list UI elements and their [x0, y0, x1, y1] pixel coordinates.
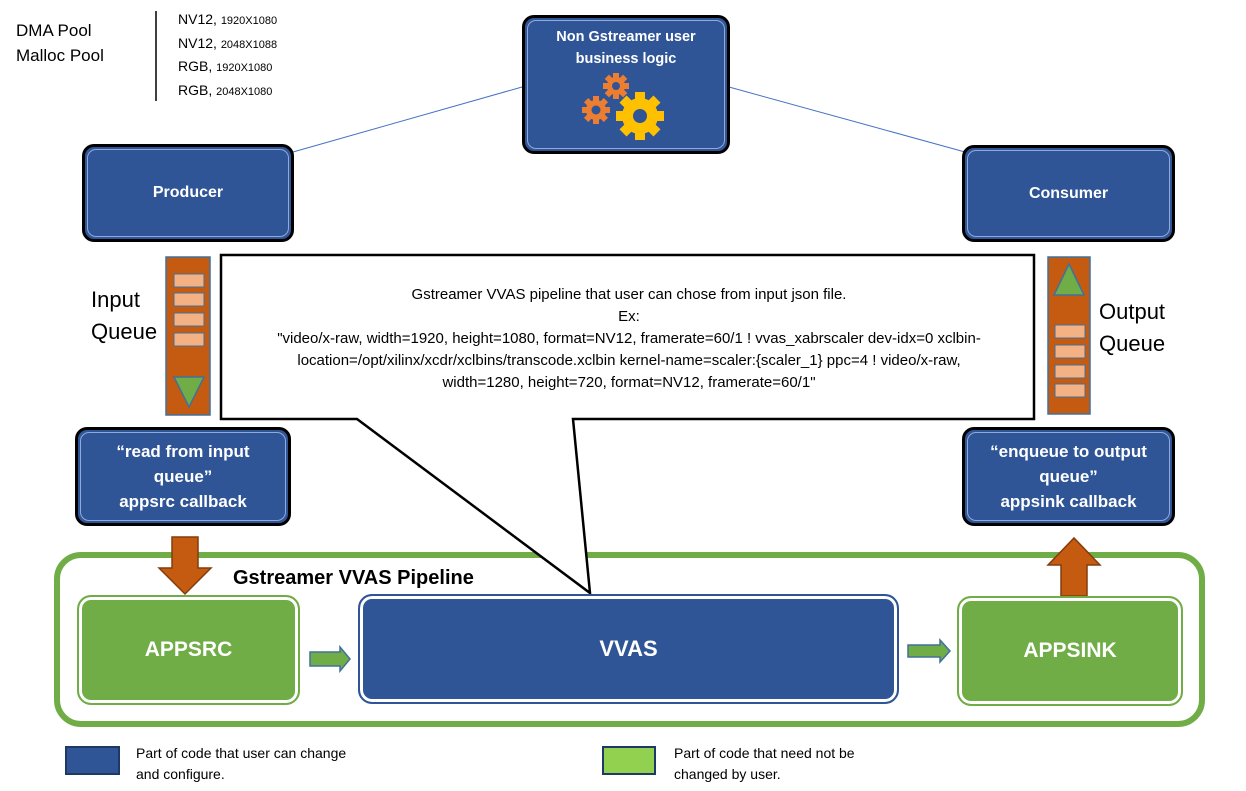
format-item: NV12, 2048X1088	[178, 33, 277, 57]
format-item: RGB, 2048X1080	[178, 80, 277, 104]
legend-green-swatch	[602, 746, 656, 775]
format-name: RGB,	[178, 58, 213, 74]
output-queue-slot	[1054, 364, 1086, 379]
business-logic-title-line2: business logic	[575, 51, 677, 67]
format-name: RGB,	[178, 81, 213, 98]
output-queue-slot	[1054, 344, 1086, 359]
input-queue-slot	[173, 312, 205, 327]
format-list: NV12, 1920X1080 NV12, 2048X1088 RGB, 192…	[178, 9, 277, 103]
format-resolution: 2048X1088	[220, 38, 278, 51]
pipeline-container	[54, 552, 1205, 727]
legend-green-text: Part of code that need not be changed by…	[674, 743, 855, 785]
input-queue-down-triangle	[172, 376, 206, 409]
format-resolution: 1920X1080	[216, 62, 273, 74]
down-arrow-appsrc	[157, 536, 213, 596]
legend-blue-swatch	[65, 746, 120, 775]
malloc-pool-label: Malloc Pool	[16, 46, 104, 65]
vvas-label: VVAS	[599, 636, 658, 661]
legend-blue-line2: and configure.	[136, 766, 225, 782]
legend-blue-text: Part of code that user can change and co…	[136, 743, 346, 785]
callout-line: Ex:	[618, 308, 640, 325]
appsrc-callback-line2: queue”	[153, 467, 213, 486]
legend-green-line1: Part of code that need not be	[674, 745, 855, 761]
business-logic-box: Non Gstreamer user business logic	[522, 15, 730, 154]
format-name: NV12,	[178, 34, 217, 51]
connector-logic-consumer	[728, 86, 966, 153]
output-queue-label: Output Queue	[1099, 296, 1165, 360]
business-logic-title-line1: Non Gstreamer user	[556, 29, 696, 45]
format-resolution: 1920X1080	[220, 15, 278, 27]
appsink-callback-line1: “enqueue to output	[990, 442, 1147, 461]
legend-blue-line1: Part of code that user can change	[136, 745, 347, 761]
consumer-label: Consumer	[1028, 184, 1109, 202]
dma-pool-label: DMA Pool	[16, 21, 92, 40]
input-queue-label: Input Queue	[91, 284, 157, 348]
callout-line: width=1280, height=720, format=NV12, fra…	[442, 374, 816, 391]
appsrc-callback-box: “read from input queue” appsrc callback	[75, 427, 291, 526]
output-queue-slot	[1054, 324, 1086, 339]
producer-label: Producer	[152, 184, 224, 201]
callout-line: "video/x-raw, width=1920, height=1080, f…	[277, 330, 981, 347]
vvas-box: VVAS	[358, 594, 899, 704]
consumer-box: Consumer	[962, 145, 1175, 242]
input-queue-slot	[173, 332, 205, 347]
appsink-callback-line2: queue”	[1039, 467, 1098, 486]
gears-icon	[582, 73, 664, 140]
output-queue-label-line2: Queue	[1099, 331, 1166, 356]
appsink-callback-box: “enqueue to output queue” appsink callba…	[962, 427, 1175, 526]
appsink-callback-line3: appsink callback	[1000, 492, 1137, 511]
input-queue-slot	[173, 273, 205, 288]
input-queue-label-line1: Input	[91, 287, 140, 312]
format-name: NV12,	[178, 11, 217, 27]
output-queue-slot	[1054, 383, 1086, 398]
format-resolution: 2048X1080	[216, 85, 273, 98]
format-item: NV12, 1920X1080	[178, 9, 277, 33]
output-queue-label-line1: Output	[1099, 299, 1166, 324]
connector-producer-logic	[292, 86, 523, 153]
callout-line: location=/opt/xilinx/xcdr/xclbins/transc…	[297, 352, 961, 369]
callout-line: Gstreamer VVAS pipeline that user can ch…	[411, 286, 847, 303]
output-queue-up-triangle	[1052, 262, 1086, 296]
appsrc-box: APPSRC	[77, 595, 300, 705]
input-queue-slot	[173, 292, 205, 307]
flow-arrow-appsrc-vvas	[309, 644, 351, 674]
appsink-box: APPSINK	[957, 596, 1183, 706]
pipeline-title: Gstreamer VVAS Pipeline	[233, 567, 474, 589]
appsrc-callback-line3: appsrc callback	[119, 492, 247, 511]
appsrc-callback-line1: “read from input	[116, 442, 250, 461]
input-queue-label-line2: Queue	[91, 319, 158, 344]
format-item: RGB, 1920X1080	[178, 56, 277, 80]
producer-box: Producer	[82, 144, 294, 242]
up-arrow-appsink	[1046, 536, 1102, 597]
legend-green-line2: changed by user.	[674, 766, 781, 782]
flow-arrow-vvas-appsink	[907, 638, 952, 664]
callout-text: Gstreamer VVAS pipeline that user can ch…	[226, 284, 1032, 394]
